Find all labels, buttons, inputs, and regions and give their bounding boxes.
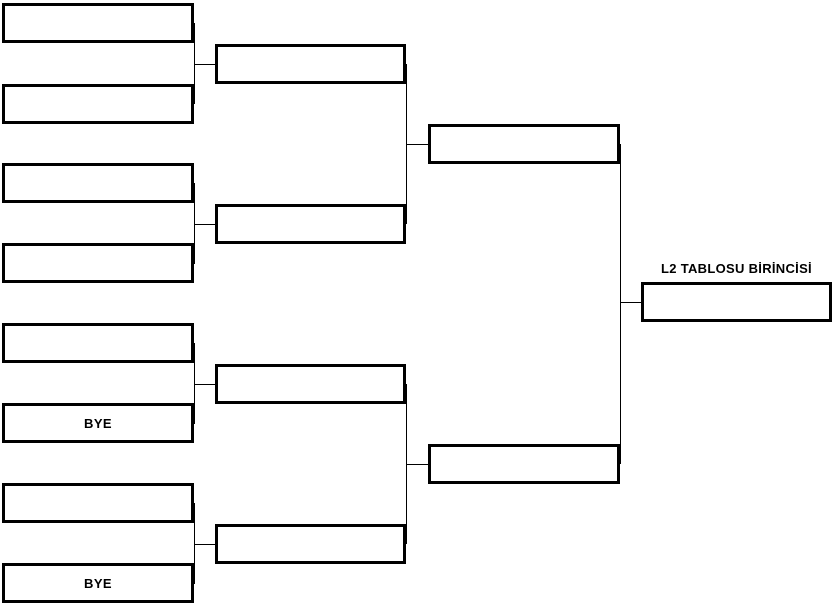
bracket-slot-round-2-4[interactable] <box>215 524 406 564</box>
bracket-connector-r2-pair-1-horizontal <box>406 144 428 145</box>
bracket-slot-round-1-7[interactable] <box>2 483 194 523</box>
bracket-slot-round-1-1[interactable] <box>2 3 194 43</box>
champion-title: L2 TABLOSU BİRİNCİSİ <box>661 261 812 276</box>
bracket-connector-r1-pair-2-vertical <box>194 183 195 264</box>
bracket-slot-round-1-3[interactable] <box>2 163 194 203</box>
bracket-slot-round-1-4[interactable] <box>2 243 194 283</box>
bracket-slot-label: BYE <box>84 575 112 591</box>
bracket-connector-r1-pair-4-horizontal <box>194 544 215 545</box>
bracket-connector-r1-pair-2-horizontal <box>194 224 215 225</box>
bracket-slot-round-1-6[interactable]: BYE <box>2 403 194 443</box>
bracket-slot-round-3-2[interactable] <box>428 444 620 484</box>
bracket-slot-round-2-2[interactable] <box>215 204 406 244</box>
bracket-slot-round-1-5[interactable] <box>2 323 194 363</box>
bracket-slot-round-1-8[interactable]: BYE <box>2 563 194 603</box>
bracket-connector-r1-pair-1-vertical <box>194 23 195 104</box>
bracket-connector-r1-pair-3-horizontal <box>194 384 215 385</box>
bracket-slot-round-3-1[interactable] <box>428 124 620 164</box>
bracket-connector-r1-pair-3-vertical <box>194 343 195 424</box>
bracket-slot-round-2-1[interactable] <box>215 44 406 84</box>
bracket-slot-round-2-3[interactable] <box>215 364 406 404</box>
bracket-connector-r3-pair-1-horizontal <box>620 302 641 303</box>
bracket-slot-round-1-2[interactable] <box>2 84 194 124</box>
bracket-connector-r1-pair-4-vertical <box>194 503 195 584</box>
bracket-slot-final-1[interactable] <box>641 282 832 322</box>
bracket-connector-r3-pair-1-vertical <box>620 144 621 464</box>
bracket-slot-label: BYE <box>84 415 112 431</box>
bracket-connector-r1-pair-1-horizontal <box>194 64 215 65</box>
bracket-connector-r2-pair-2-horizontal <box>406 464 428 465</box>
